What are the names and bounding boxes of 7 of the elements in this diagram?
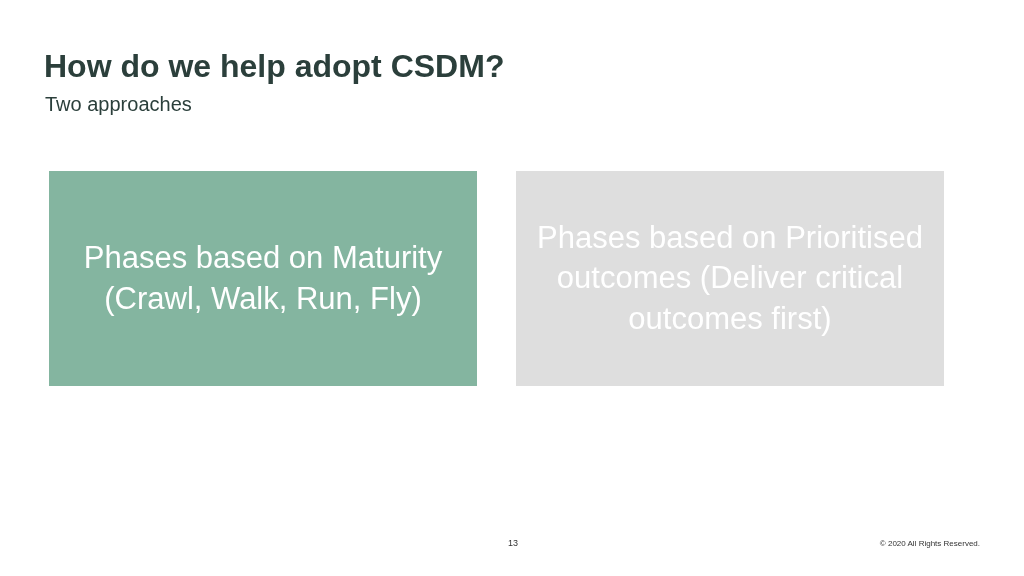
- approach-box: [516, 171, 944, 386]
- slide-title: How do we help adopt CSDM?: [44, 47, 505, 86]
- copyright-notice: © 2020 All Rights Reserved.: [879, 538, 980, 550]
- approach-text: Phases based on Maturity (Crawl, Walk, Run, Fly): [82, 239, 444, 318]
- slide-subtitle: Two approaches: [45, 92, 192, 117]
- page-number: 13: [508, 537, 518, 550]
- approach-box: [49, 171, 477, 386]
